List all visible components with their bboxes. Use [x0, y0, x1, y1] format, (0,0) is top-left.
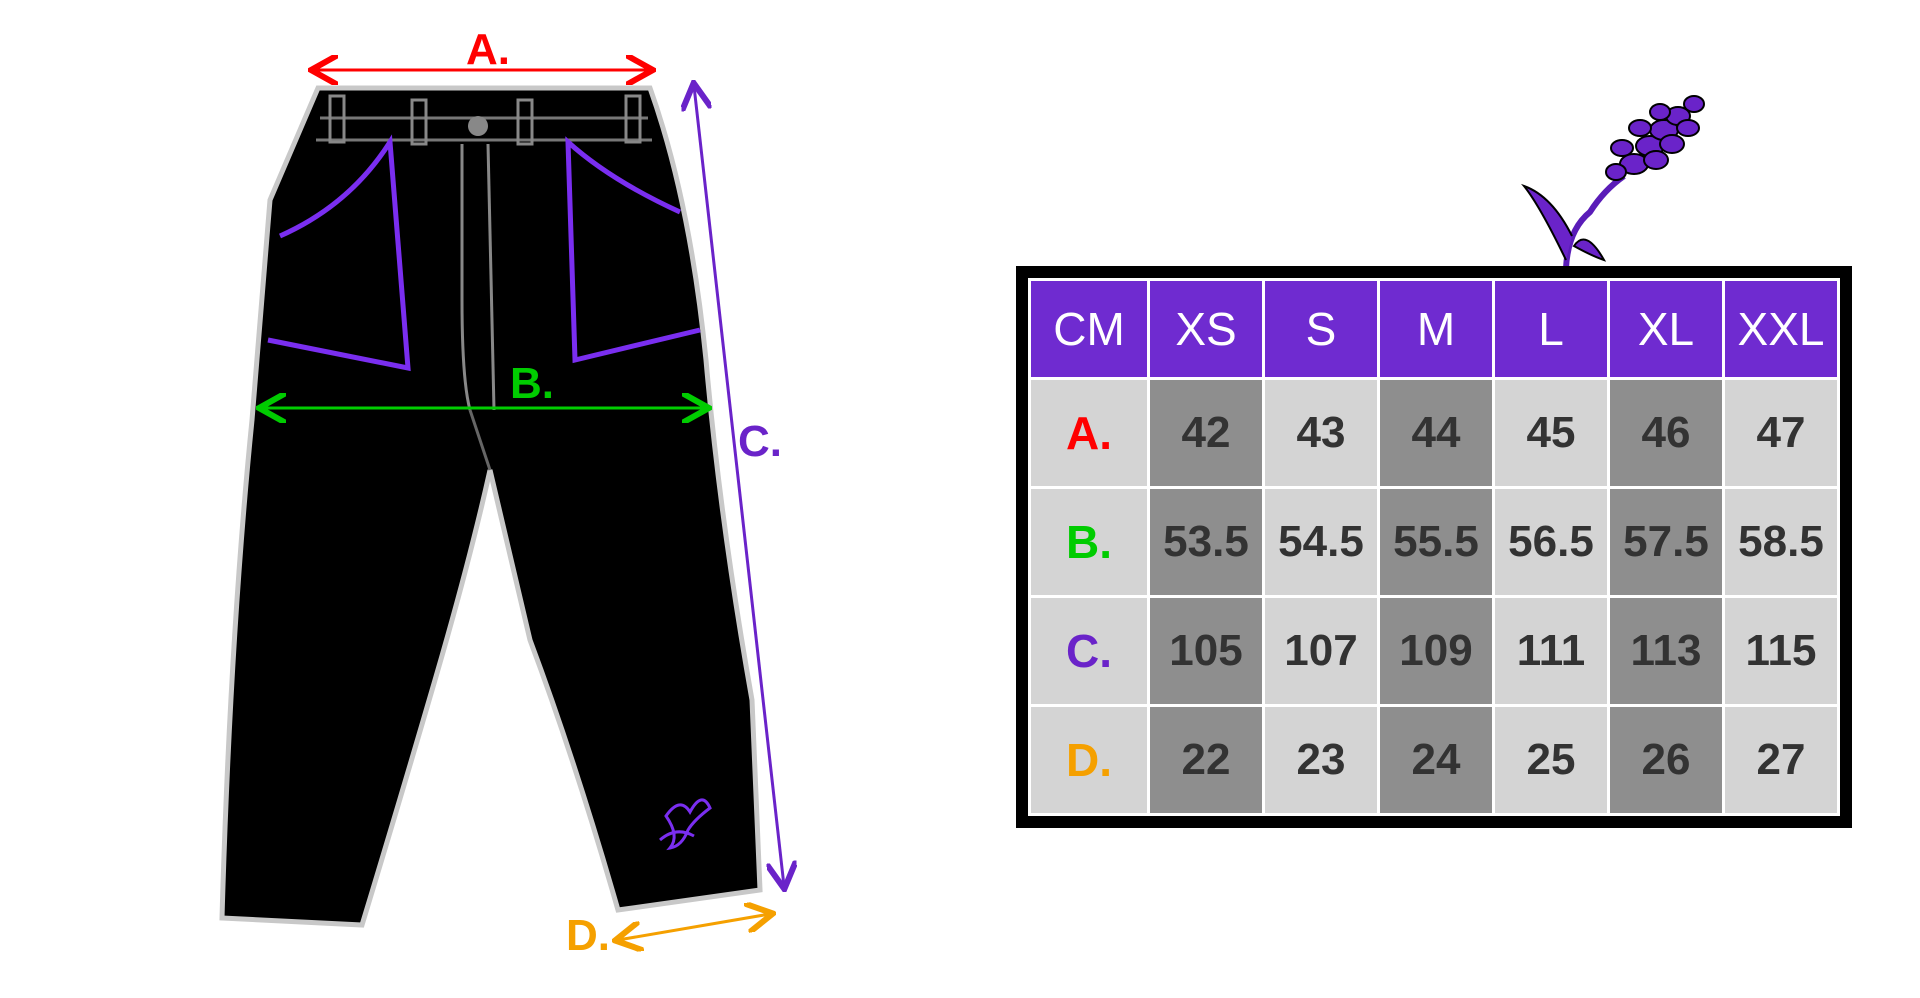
table-cell: 26: [1607, 704, 1725, 816]
table-cell: 44: [1377, 377, 1495, 489]
size-header-xs: XS: [1147, 278, 1265, 380]
table-row: A. 42 43 44 45 46 47: [1028, 377, 1840, 489]
table-cell: 47: [1722, 377, 1840, 489]
row-label-c: C.: [1028, 595, 1150, 707]
measurement-d: D.: [566, 911, 770, 960]
table-cell: 107: [1262, 595, 1380, 707]
table-row: C. 105 107 109 111 113 115: [1028, 595, 1840, 707]
table-row: B. 53.5 54.5 55.5 56.5 57.5 58.5: [1028, 486, 1840, 598]
table-cell: 55.5: [1377, 486, 1495, 598]
pants-illustration: [219, 85, 763, 928]
size-header-xxl: XXL: [1722, 278, 1840, 380]
table-cell: 109: [1377, 595, 1495, 707]
table-cell: 57.5: [1607, 486, 1725, 598]
measurement-d-label: D.: [566, 911, 610, 960]
measurement-b-label: B.: [510, 359, 554, 408]
table-cell: 58.5: [1722, 486, 1840, 598]
table-cell: 54.5: [1262, 486, 1380, 598]
measurement-c-label: C.: [738, 417, 782, 466]
corner-label: CM: [1028, 278, 1150, 380]
table-cell: 115: [1722, 595, 1840, 707]
size-header-xl: XL: [1607, 278, 1725, 380]
table-cell: 46: [1607, 377, 1725, 489]
table-cell: 42: [1147, 377, 1265, 489]
table-cell: 56.5: [1492, 486, 1610, 598]
table-cell: 27: [1722, 704, 1840, 816]
table-cell: 23: [1262, 704, 1380, 816]
measurement-a-label: A.: [466, 25, 510, 74]
table-cell: 25: [1492, 704, 1610, 816]
table-cell: 45: [1492, 377, 1610, 489]
size-table: CM XS S M L XL XXL A. 42 43 44 45 46 47 …: [1028, 278, 1840, 816]
table-cell: 113: [1607, 595, 1725, 707]
size-header-s: S: [1262, 278, 1380, 380]
measurement-a: A.: [314, 25, 650, 74]
lavender-sprig-icon: [1521, 95, 1705, 269]
size-header-m: M: [1377, 278, 1495, 380]
row-label-d: D.: [1028, 704, 1150, 816]
row-label-a: A.: [1028, 377, 1150, 489]
button-icon: [468, 116, 488, 136]
measurement-c: C.: [694, 86, 784, 886]
row-label-b: B.: [1028, 486, 1150, 598]
measurement-b: B.: [262, 359, 706, 408]
size-header-l: L: [1492, 278, 1610, 380]
table-cell: 43: [1262, 377, 1380, 489]
size-header-row: CM XS S M L XL XXL: [1028, 278, 1840, 380]
table-cell: 105: [1147, 595, 1265, 707]
size-table-frame: CM XS S M L XL XXL A. 42 43 44 45 46 47 …: [1016, 266, 1852, 828]
table-cell: 111: [1492, 595, 1610, 707]
table-row: D. 22 23 24 25 26 27: [1028, 704, 1840, 816]
table-cell: 22: [1147, 704, 1265, 816]
table-cell: 53.5: [1147, 486, 1265, 598]
table-cell: 24: [1377, 704, 1495, 816]
